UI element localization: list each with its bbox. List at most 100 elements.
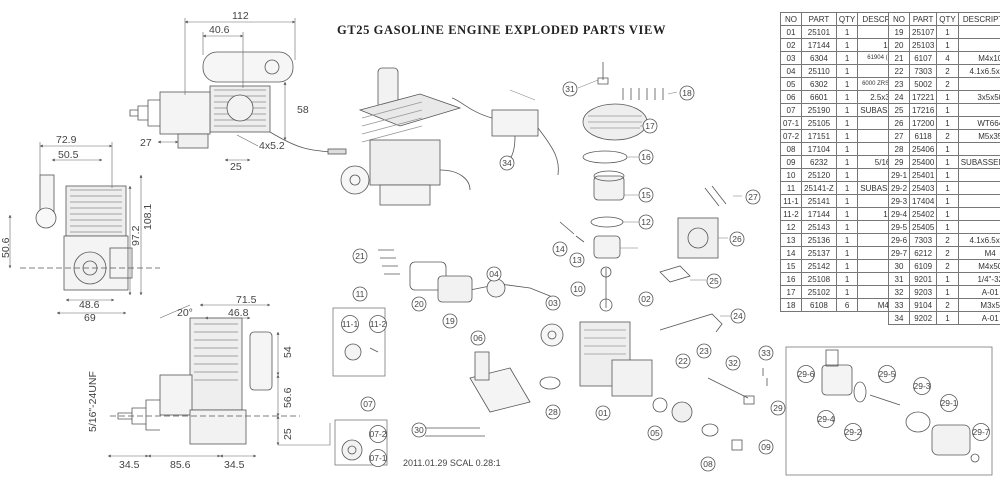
table-row: 26172001WT664 — [887, 116, 1000, 130]
cell-qty: 1 — [835, 272, 859, 286]
header-description: DESCRIPTION — [957, 12, 1000, 26]
header-qty: QTY — [936, 12, 959, 26]
callout-circle — [595, 405, 611, 421]
dim-54: 54 — [282, 346, 294, 358]
dim-56-6: 56.6 — [282, 387, 294, 408]
callout-number: 17 — [645, 121, 655, 131]
cell-qty: 2 — [936, 64, 959, 78]
callout-number: 29-5 — [878, 369, 895, 379]
cell-no: 02 — [779, 38, 803, 52]
callout-19: 19 — [442, 313, 458, 329]
cell-qty: 4 — [936, 51, 959, 65]
cell-part: 17221 — [909, 90, 938, 104]
callout-circle — [647, 425, 663, 441]
cell-description — [957, 25, 1000, 39]
callout-number: 02 — [641, 294, 651, 304]
header-no: NO — [887, 12, 911, 26]
callout-07-1: 07-1 — [369, 449, 387, 467]
cell-no: 34 — [887, 311, 911, 325]
callout-circle — [700, 456, 716, 472]
callout-number: 01 — [598, 408, 608, 418]
drawing-date: 2011.01.29 — [403, 458, 448, 468]
callout-circle — [725, 355, 741, 371]
callout-34: 34 — [499, 155, 515, 171]
cell-part: 17404 — [909, 194, 938, 208]
cell-qty: 1 — [835, 142, 859, 156]
callout-circle — [552, 241, 568, 257]
callout-10: 10 — [570, 281, 586, 297]
cell-no: 01 — [779, 25, 803, 39]
dim-46-8: 46.8 — [228, 307, 249, 319]
cell-no: 09 — [779, 155, 803, 169]
cell-qty: 2 — [936, 129, 959, 143]
leader-lines — [509, 79, 742, 317]
callout-26: 26 — [729, 231, 745, 247]
cell-part: 6107 — [909, 51, 938, 65]
callout-circle — [642, 118, 658, 134]
cell-no: 32 — [887, 285, 911, 299]
callout-16: 16 — [638, 149, 654, 165]
dim-27: 27 — [140, 137, 152, 149]
cell-part: 6302 — [801, 77, 837, 91]
cell-part: 6118 — [909, 129, 938, 143]
cell-qty: 2 — [936, 77, 959, 91]
callout-circle — [499, 155, 515, 171]
cell-no: 24 — [887, 90, 911, 104]
cell-qty: 1 — [936, 142, 959, 156]
callout-number: 29-1 — [940, 398, 957, 408]
cell-part: 17151 — [801, 129, 837, 143]
callout-04: 04 — [486, 266, 502, 282]
callout-29-1: 29-1 — [940, 394, 958, 412]
cell-no: 29-4 — [887, 207, 911, 221]
callout-circle — [745, 189, 761, 205]
callout-circle — [570, 281, 586, 297]
callout-number: 12 — [641, 217, 651, 227]
callout-circle — [758, 439, 774, 455]
cell-description: SUBASSEMBLY — [957, 155, 1000, 169]
callout-number: 15 — [641, 190, 651, 200]
cell-part: 9104 — [909, 298, 938, 312]
header-no: NO — [779, 12, 803, 26]
cell-no: 03 — [779, 51, 803, 65]
cell-qty: 1 — [835, 285, 859, 299]
callout-circle — [545, 295, 561, 311]
cell-qty: 1 — [835, 25, 859, 39]
cell-qty: 1 — [835, 155, 859, 169]
cell-description — [957, 181, 1000, 195]
table-row: 29254001SUBASSEMBLY — [887, 155, 1000, 169]
cell-description — [957, 194, 1000, 208]
callout-circle — [638, 149, 654, 165]
cell-no: 29-1 — [887, 168, 911, 182]
cell-no: 29-3 — [887, 194, 911, 208]
callout-09: 09 — [758, 439, 774, 455]
callout-circle — [341, 315, 359, 333]
subassembly-frames — [332, 307, 993, 476]
muffler-subassembly-frame — [785, 346, 993, 476]
callout-circle — [730, 308, 746, 324]
callout-number: 09 — [761, 442, 771, 452]
dim-34-5-left: 34.5 — [119, 459, 140, 471]
dim-58: 58 — [297, 104, 309, 116]
callout-circle — [844, 423, 862, 441]
cell-part: 25141 — [801, 194, 837, 208]
dim-85-6: 85.6 — [170, 459, 191, 471]
top-view-dimensions — [157, 18, 296, 162]
callout-number: 03 — [548, 298, 558, 308]
cell-no: 11 — [779, 181, 803, 195]
cell-part: 25101 — [801, 25, 837, 39]
callout-22: 22 — [675, 353, 691, 369]
callout-07-2: 07-2 — [369, 425, 387, 443]
callout-number: 29-6 — [797, 369, 814, 379]
cell-no: 04 — [779, 64, 803, 78]
callout-circle — [729, 231, 745, 247]
cell-part: 25137 — [801, 246, 837, 260]
callout-number: 07 — [363, 399, 373, 409]
